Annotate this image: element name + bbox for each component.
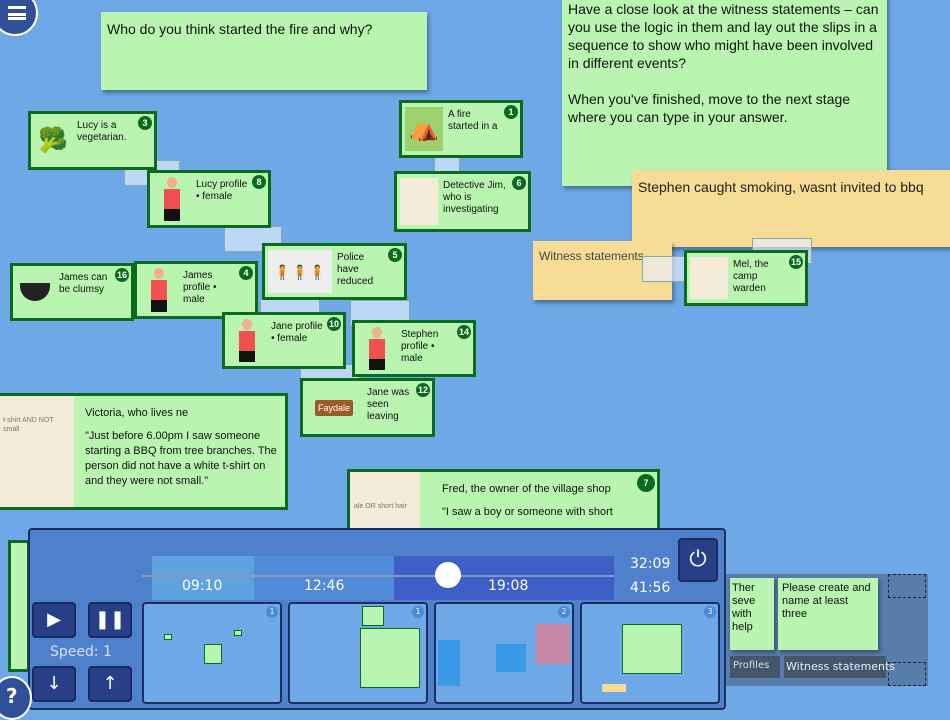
question-note[interactable]: Who do you think started the fire and wh… — [101, 12, 427, 90]
timeline-scrubber-handle[interactable] — [434, 562, 461, 588]
speed-label: Speed: 1 — [50, 644, 112, 660]
timeline[interactable]: 09:10 12:46 19:08 — [142, 556, 614, 600]
power-button[interactable]: ⏻ — [678, 538, 718, 582]
witness-statements-chip[interactable]: Witness statements — [784, 656, 895, 678]
profiles-chip[interactable]: Profiles — [730, 656, 780, 678]
notepad-text: ale OR short hair — [354, 503, 407, 510]
card-text: James profile • male — [183, 270, 217, 305]
card-number: 15 — [789, 255, 803, 269]
card-number: 1 — [504, 105, 518, 119]
card-number: 4 — [239, 266, 253, 280]
hamburger-menu-icon — [8, 6, 26, 20]
card-3[interactable]: 🥦 Lucy is a vegetarian. 3 — [28, 111, 157, 170]
notepad-icon: ale OR short hair — [350, 472, 420, 536]
thumbnail-number: 3 — [704, 606, 716, 618]
notepad-text: t-shirt AND NOT small — [3, 417, 54, 433]
thumbnail-number: 1 — [412, 606, 424, 618]
person-icon — [228, 319, 266, 362]
menu-button[interactable] — [0, 0, 38, 36]
layer-overlay: Ther seve with help Please create and na… — [726, 574, 928, 686]
person-icon — [358, 327, 396, 370]
drop-slot[interactable] — [888, 574, 926, 598]
overlay-note-1[interactable]: Ther seve with help — [730, 578, 774, 650]
instructions-text-1: Have a close look at the witness stateme… — [568, 1, 879, 71]
card-1[interactable]: ⛺A fire started in a 1 — [399, 100, 523, 158]
snapshot-thumbnail-2[interactable]: 1 — [288, 602, 428, 704]
note-stephen-smoking[interactable]: Stephen caught smoking, wasnt invited to… — [632, 170, 950, 247]
tent-icon: ⛺ — [405, 107, 443, 151]
vegetables-icon: 🥦 — [38, 126, 68, 154]
speed-down-button[interactable]: ↓ — [32, 666, 76, 702]
card-number: 7 — [637, 474, 655, 492]
signpost-icon: Faydale — [306, 385, 362, 430]
card-text: A fire started in a — [448, 109, 498, 132]
partial-card-left[interactable] — [8, 540, 30, 672]
card-text: Jane profile • female — [271, 321, 323, 344]
play-button[interactable]: ▶ — [32, 602, 76, 638]
card-5[interactable]: 🧍🧍🧍Police have reduced 5 — [262, 243, 407, 300]
fred-quote: "I saw a boy or someone with short — [442, 506, 613, 518]
notepad-icon: t-shirt AND NOT small — [0, 396, 74, 507]
snapshot-thumbnail-4[interactable]: 3 — [580, 602, 720, 704]
instructions-note[interactable]: Have a close look at the witness stateme… — [562, 0, 887, 186]
card-text: Jane was seen leaving — [367, 387, 410, 422]
victoria-title: Victoria, who lives ne — [85, 407, 189, 419]
card-number: 3 — [138, 116, 152, 130]
timeline-track — [142, 575, 614, 577]
card-text: Mel, the camp warden — [733, 259, 769, 294]
person-icon — [153, 177, 191, 221]
power-icon: ⏻ — [689, 547, 707, 572]
total-time-bottom: 41:56 — [630, 580, 671, 596]
signpost-label: Faydale — [314, 399, 354, 416]
card-number: 14 — [457, 325, 471, 339]
snapshot-thumbnail-3[interactable]: 2 — [434, 602, 574, 704]
person-icon — [140, 268, 178, 312]
card-text: James can be clumsy — [59, 272, 108, 295]
arrow-down-icon: ↓ — [46, 673, 62, 694]
pause-icon: ❚❚ — [94, 609, 126, 630]
time-marker-1: 09:10 — [182, 578, 223, 594]
time-marker-2: 12:46 — [304, 578, 345, 594]
card-text: Detective Jim, who is investigating — [443, 180, 506, 215]
instructions-text-2: When you've finished, move to the next s… — [568, 91, 851, 125]
card-8[interactable]: Lucy profile • female 8 — [147, 170, 271, 228]
card-12[interactable]: Faydale Jane was seen leaving 12 — [300, 378, 435, 437]
notepad-icon — [400, 178, 438, 225]
speed-up-button[interactable]: ↑ — [88, 666, 132, 702]
card-text: Police have reduced — [337, 252, 374, 287]
card-14[interactable]: Stephen profile • male 14 — [352, 320, 476, 377]
playback-panel: 09:10 12:46 19:08 32:09 41:56 ⏻ ▶ ❚❚ Spe… — [28, 528, 726, 710]
arrow-up-icon: ↑ — [102, 673, 118, 694]
fred-title: Fred, the owner of the village shop — [442, 483, 611, 495]
overlay-note-2[interactable]: Please create and name at least three — [778, 578, 878, 650]
play-icon: ▶ — [47, 609, 61, 630]
card-16[interactable]: James can be clumsy 16 — [10, 263, 134, 321]
card-number: 5 — [388, 248, 402, 262]
card-text: Lucy is a vegetarian. — [77, 120, 127, 143]
snapshot-thumbnail-1[interactable]: 1 — [142, 602, 282, 704]
total-time-top: 32:09 — [630, 556, 671, 572]
lineup-icon: 🧍🧍🧍 — [268, 250, 332, 293]
drop-slot[interactable] — [888, 662, 926, 686]
time-marker-3: 19:08 — [488, 578, 529, 594]
card-text: Lucy profile • female — [196, 179, 248, 202]
victoria-quote: "Just before 6.00pm I saw someone starti… — [85, 430, 277, 487]
card-text: Stephen profile • male — [401, 329, 439, 364]
card-10[interactable]: Jane profile • female 10 — [222, 312, 346, 369]
card-6[interactable]: Detective Jim, who is investigating 6 — [394, 171, 531, 232]
card-15[interactable]: Mel, the camp warden 15 — [684, 250, 808, 306]
victoria-witness-card[interactable]: t-shirt AND NOT small Victoria, who live… — [0, 393, 288, 510]
thumbnail-number: 2 — [558, 606, 570, 618]
card-number: 12 — [416, 383, 430, 397]
notepad-icon — [690, 257, 728, 299]
bbq-icon — [16, 270, 54, 314]
card-number: 10 — [327, 317, 341, 331]
card-number: 16 — [115, 268, 129, 282]
card-number: 6 — [512, 176, 526, 190]
thumbnail-number: 1 — [266, 606, 278, 618]
card-4[interactable]: James profile • male 4 — [134, 261, 258, 319]
card-number: 8 — [252, 175, 266, 189]
pause-button[interactable]: ❚❚ — [88, 602, 132, 638]
